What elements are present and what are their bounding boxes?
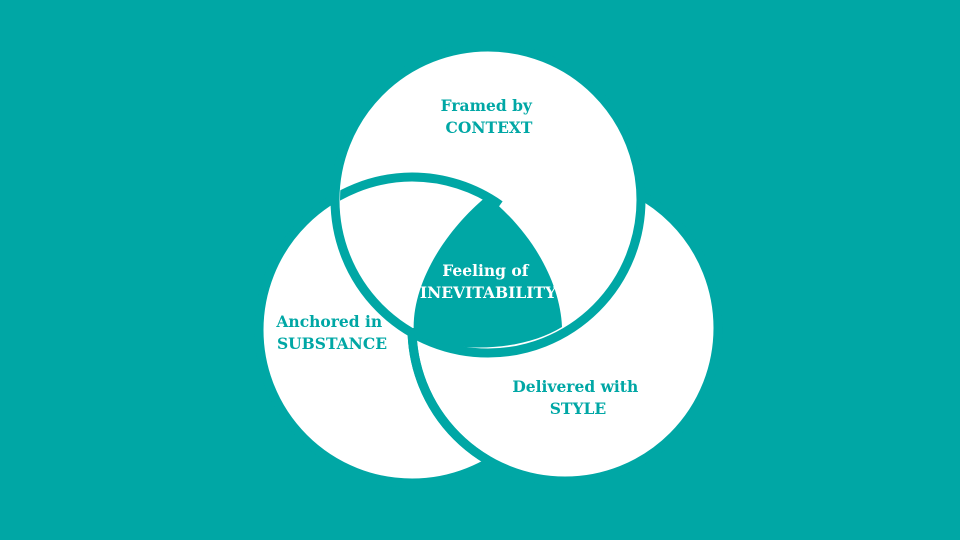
label-inevitability-line2: INEVITABILITY [420,283,557,302]
center-overlap-region [413,196,562,348]
label-inevitability: Feeling of INEVITABILITY [420,261,557,302]
weave-left-over-top [340,172,503,331]
label-style-line2: STYLE [550,399,607,418]
label-style-line1: Delivered with [512,377,638,396]
label-substance-line1: Anchored in [275,312,382,331]
label-substance-line2: SUBSTANCE [277,334,387,353]
label-style: Delivered with STYLE [512,377,643,418]
label-context-line2: CONTEXT [446,118,533,137]
label-inevitability-line1: Feeling of [442,261,529,280]
label-context-line1: Framed by [441,96,533,115]
label-substance: Anchored in SUBSTANCE [275,312,387,353]
label-context: Framed by CONTEXT [441,96,538,137]
